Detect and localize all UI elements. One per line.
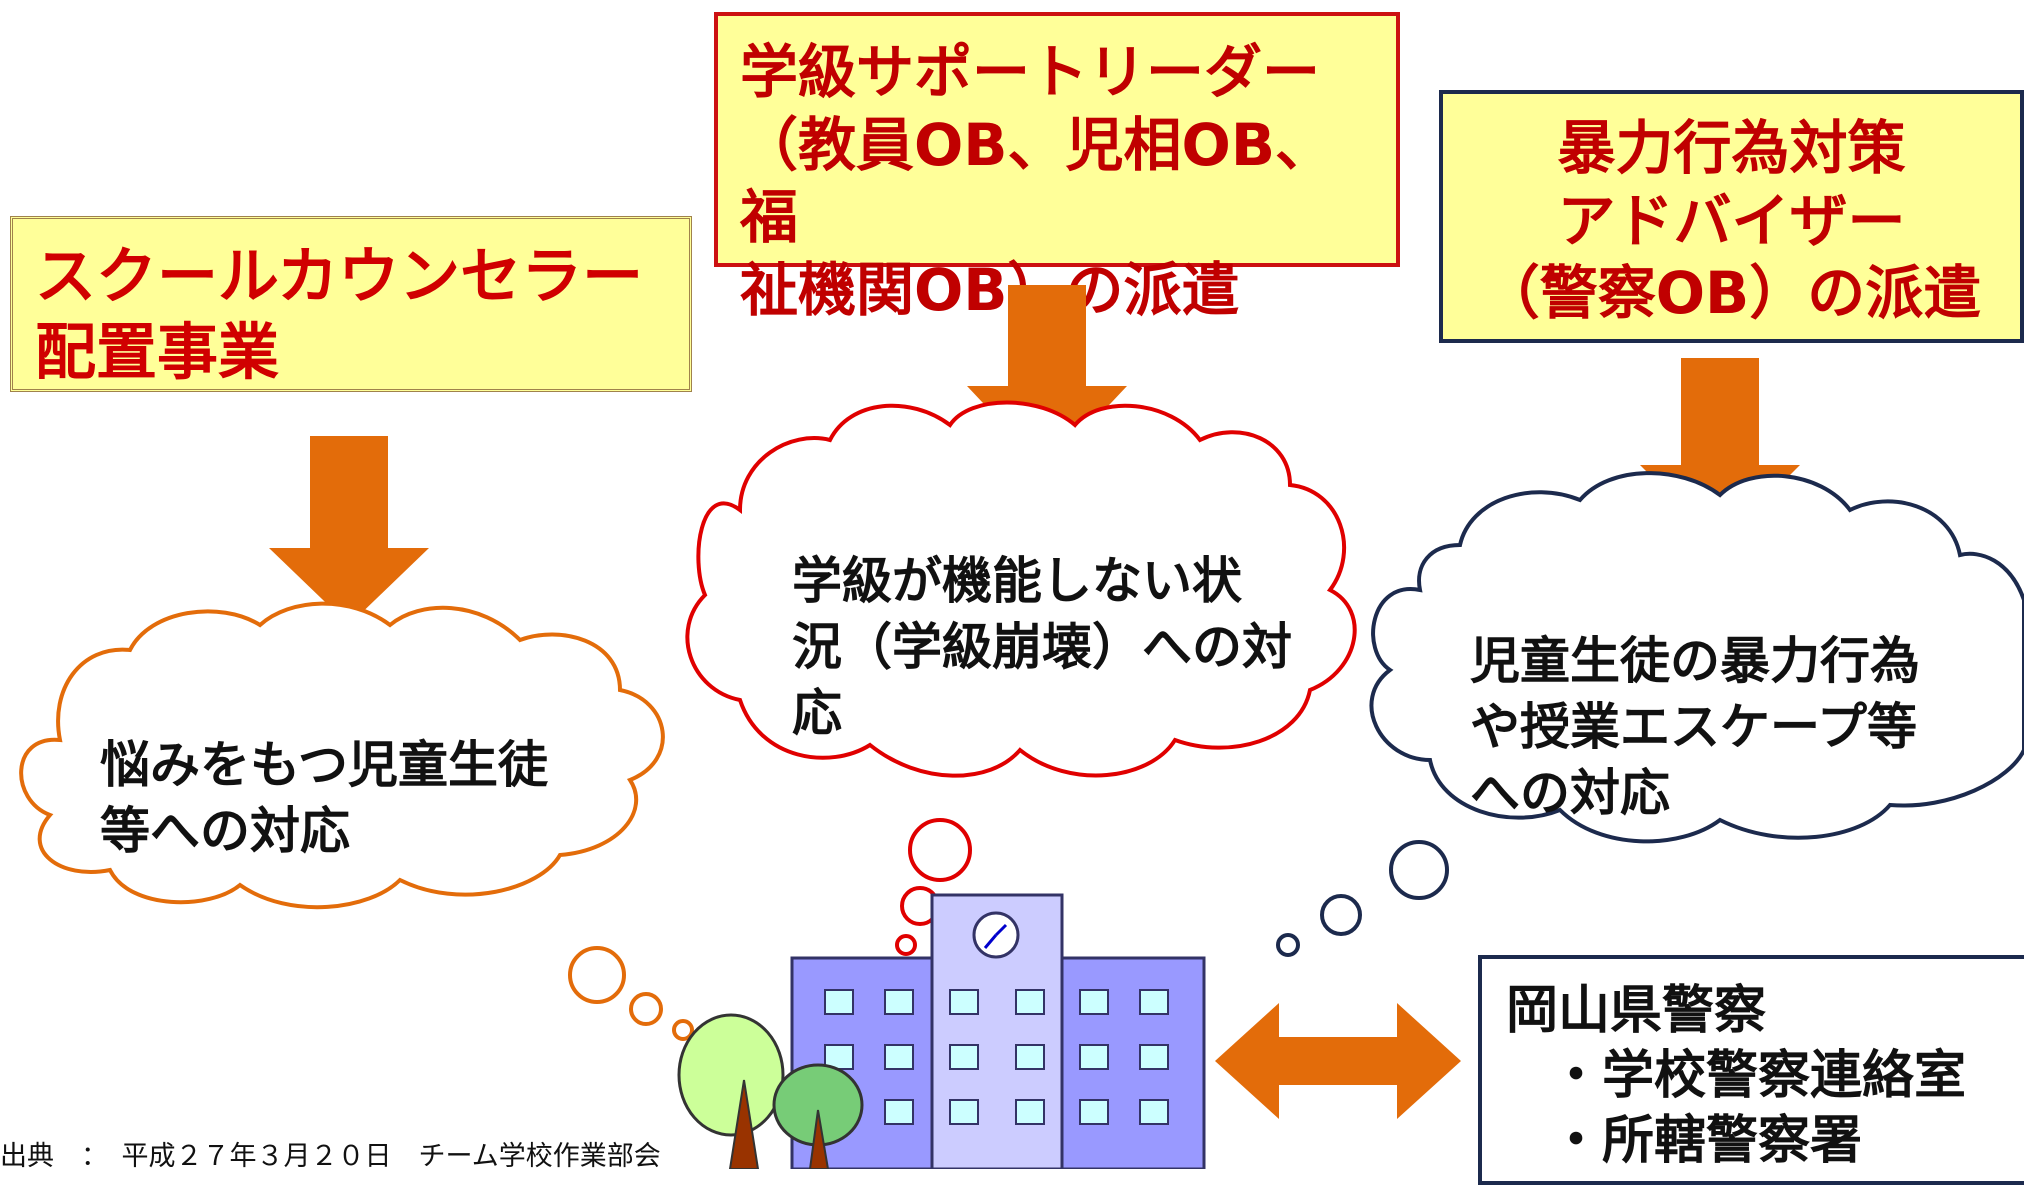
clock-icon [972, 911, 1020, 959]
police-title: 岡山県警察 [1506, 981, 1767, 1041]
police-item-liaison-office: ・学校警察連絡室 [1550, 1046, 1967, 1106]
violence-advisor-line-2: アドバイザー [1557, 186, 1906, 255]
police-item-station: ・所轄警察署 [1550, 1111, 1863, 1171]
tree-icon [772, 1063, 864, 1169]
class-support-leader-line-2: （教員OB、児相OB、福 [740, 110, 1334, 252]
troubled-students-line-2: 等への対応 [100, 802, 350, 860]
class-support-leader-box: 学級サポートリーダー （教員OB、児相OB、福 祉機関OB）の派遣 [714, 12, 1400, 324]
cloud-troubled-students-text: 悩みをもつ児童生徒 等への対応 [100, 732, 620, 864]
violence-advisor-line-1: 暴力行為対策 [1557, 114, 1906, 182]
cloud-class-breakdown [685, 400, 1357, 956]
class-support-leader-line-1: 学級サポートリーダー [740, 38, 1321, 106]
double-arrow-icon [1215, 1003, 1461, 1119]
school-building-icon [790, 893, 1206, 1169]
class-breakdown-line-2: 況（学級崩壊）への対 [792, 618, 1292, 676]
violence-advisor-line-3: （警察OB）の派遣 [1481, 259, 1982, 327]
cloud-violence [1276, 471, 2024, 957]
school-counselor-line-1: スクールカウンセラー [35, 241, 644, 312]
source-note: 出典 ： 平成２７年３月２０日 チーム学校作業部会 [0, 1141, 661, 1172]
violence-line-2: や授業エスケープ等 [1470, 698, 1917, 756]
class-support-leader-line-3: 祉機関OB）の派遣 [740, 255, 1240, 324]
violence-advisor-box: 暴力行為対策 アドバイザー （警察OB）の派遣 [1439, 90, 2024, 343]
tree-icon [677, 1013, 785, 1169]
school-counselor-line-2: 配置事業 [35, 317, 280, 389]
school-counselor-box: スクールカウンセラー 配置事業 [10, 216, 692, 392]
class-breakdown-line-1: 学級が機能しない状 [792, 552, 1242, 610]
violence-line-3: への対応 [1470, 764, 1670, 822]
cloud-troubled-students [19, 601, 694, 1041]
troubled-students-line-1: 悩みをもつ児童生徒 [100, 736, 548, 794]
down-arrow-icon [269, 436, 429, 625]
cloud-violence-text: 児童生徒の暴力行為 や授業エスケープ等 への対応 [1470, 628, 1990, 826]
violence-line-1: 児童生徒の暴力行為 [1470, 632, 1920, 690]
class-breakdown-line-3: 応 [792, 684, 842, 742]
cloud-class-breakdown-text: 学級が機能しない状 況（学級崩壊）への対 応 [792, 548, 1312, 746]
okayama-police-box: 岡山県警察 ・学校警察連絡室 ・所轄警察署 [1478, 955, 2024, 1185]
